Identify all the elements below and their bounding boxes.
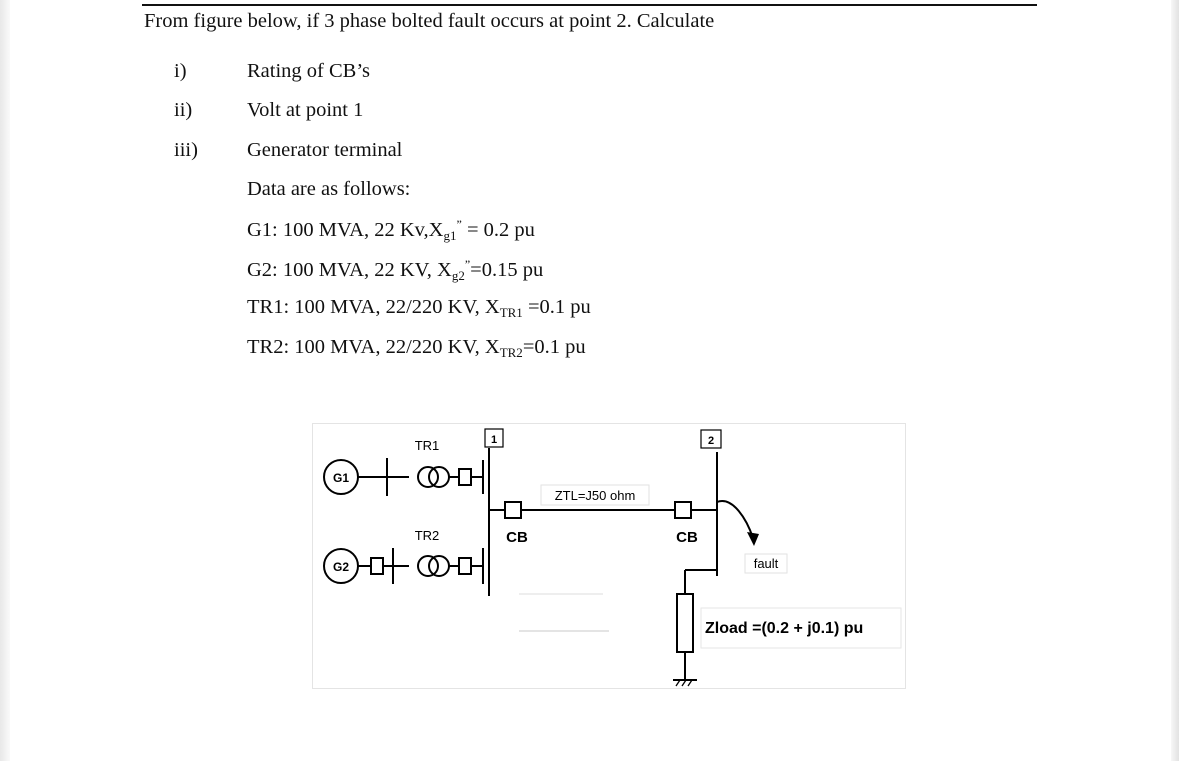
- tr1-subscript: TR1: [499, 305, 523, 320]
- data-line-g2: G2: 100 MVA, 22 KV, Xg2”=0.15 pu: [247, 257, 543, 284]
- load-box: [676, 593, 694, 653]
- data-intro: Data are as follows:: [247, 178, 411, 200]
- g1-label: G1: [333, 471, 349, 485]
- zload-label: Zload =(0.2 + j0.1) pu: [705, 620, 863, 637]
- data-line-g1: G1: 100 MVA, 22 Kv,Xg1” = 0.2 pu: [247, 217, 535, 244]
- point-1-box: [484, 428, 504, 448]
- tr1-label: TR1: [415, 438, 440, 453]
- top-rule: [142, 4, 1037, 6]
- item-number: ii): [174, 99, 193, 121]
- point-2-label: 2: [708, 435, 714, 447]
- data-line-tr1: TR1: 100 MVA, 22/220 KV, XTR1 =0.1 pu: [247, 296, 591, 321]
- g1-subscript: g1: [443, 228, 457, 243]
- g2-subscript: g2: [451, 268, 465, 283]
- g1-prefix: G1: 100 MVA, 22 Kv,X: [247, 219, 444, 241]
- g2-superscript: ”: [464, 257, 471, 271]
- g2-label: G2: [333, 560, 349, 574]
- item-text: Generator terminal: [247, 139, 403, 161]
- item-text: Rating of CB’s: [247, 60, 371, 82]
- tr1-suffix: =0.1 pu: [522, 296, 591, 318]
- tr1-prefix: TR1: 100 MVA, 22/220 KV, X: [247, 296, 500, 318]
- tr2-prefix: TR2: 100 MVA, 22/220 KV, X: [247, 336, 500, 358]
- tr2-winding-a: [417, 555, 439, 577]
- point-1-label: 1: [491, 434, 497, 446]
- single-line-diagram: G1 G2 TR1 TR2 1 2 ZTL=J50 ohm CB CB faul…: [312, 423, 906, 689]
- diagram-svg: G1 G2 TR1 TR2 1 2 ZTL=J50 ohm CB CB faul…: [323, 428, 902, 687]
- item-number: i): [174, 60, 187, 82]
- tr2-label: TR2: [415, 528, 440, 543]
- g1-superscript: ”: [456, 217, 462, 231]
- item-text: Volt at point 1: [247, 99, 364, 121]
- fault-label: fault: [754, 556, 779, 571]
- g2-prefix: G2: 100 MVA, 22 KV, X: [247, 259, 452, 281]
- tr2-subscript: TR2: [499, 345, 523, 360]
- point-2-box: [700, 429, 722, 449]
- page-edge-right: [1171, 0, 1179, 761]
- g1-suffix: = 0.2 pu: [461, 219, 535, 241]
- cb-right-label: CB: [676, 529, 698, 546]
- data-line-tr2: TR2: 100 MVA, 22/220 KV, XTR2=0.1 pu: [247, 336, 586, 361]
- cb-left-label: CB: [506, 529, 528, 546]
- tr2-suffix: =0.1 pu: [522, 336, 586, 358]
- g2-suffix: =0.15 pu: [470, 259, 544, 281]
- item-number: iii): [174, 139, 198, 161]
- page-edge-left: [0, 0, 10, 761]
- tr1-winding-a: [417, 466, 439, 488]
- question-text: From figure below, if 3 phase bolted fau…: [144, 10, 715, 32]
- line-impedance-label: ZTL=J50 ohm: [555, 488, 636, 503]
